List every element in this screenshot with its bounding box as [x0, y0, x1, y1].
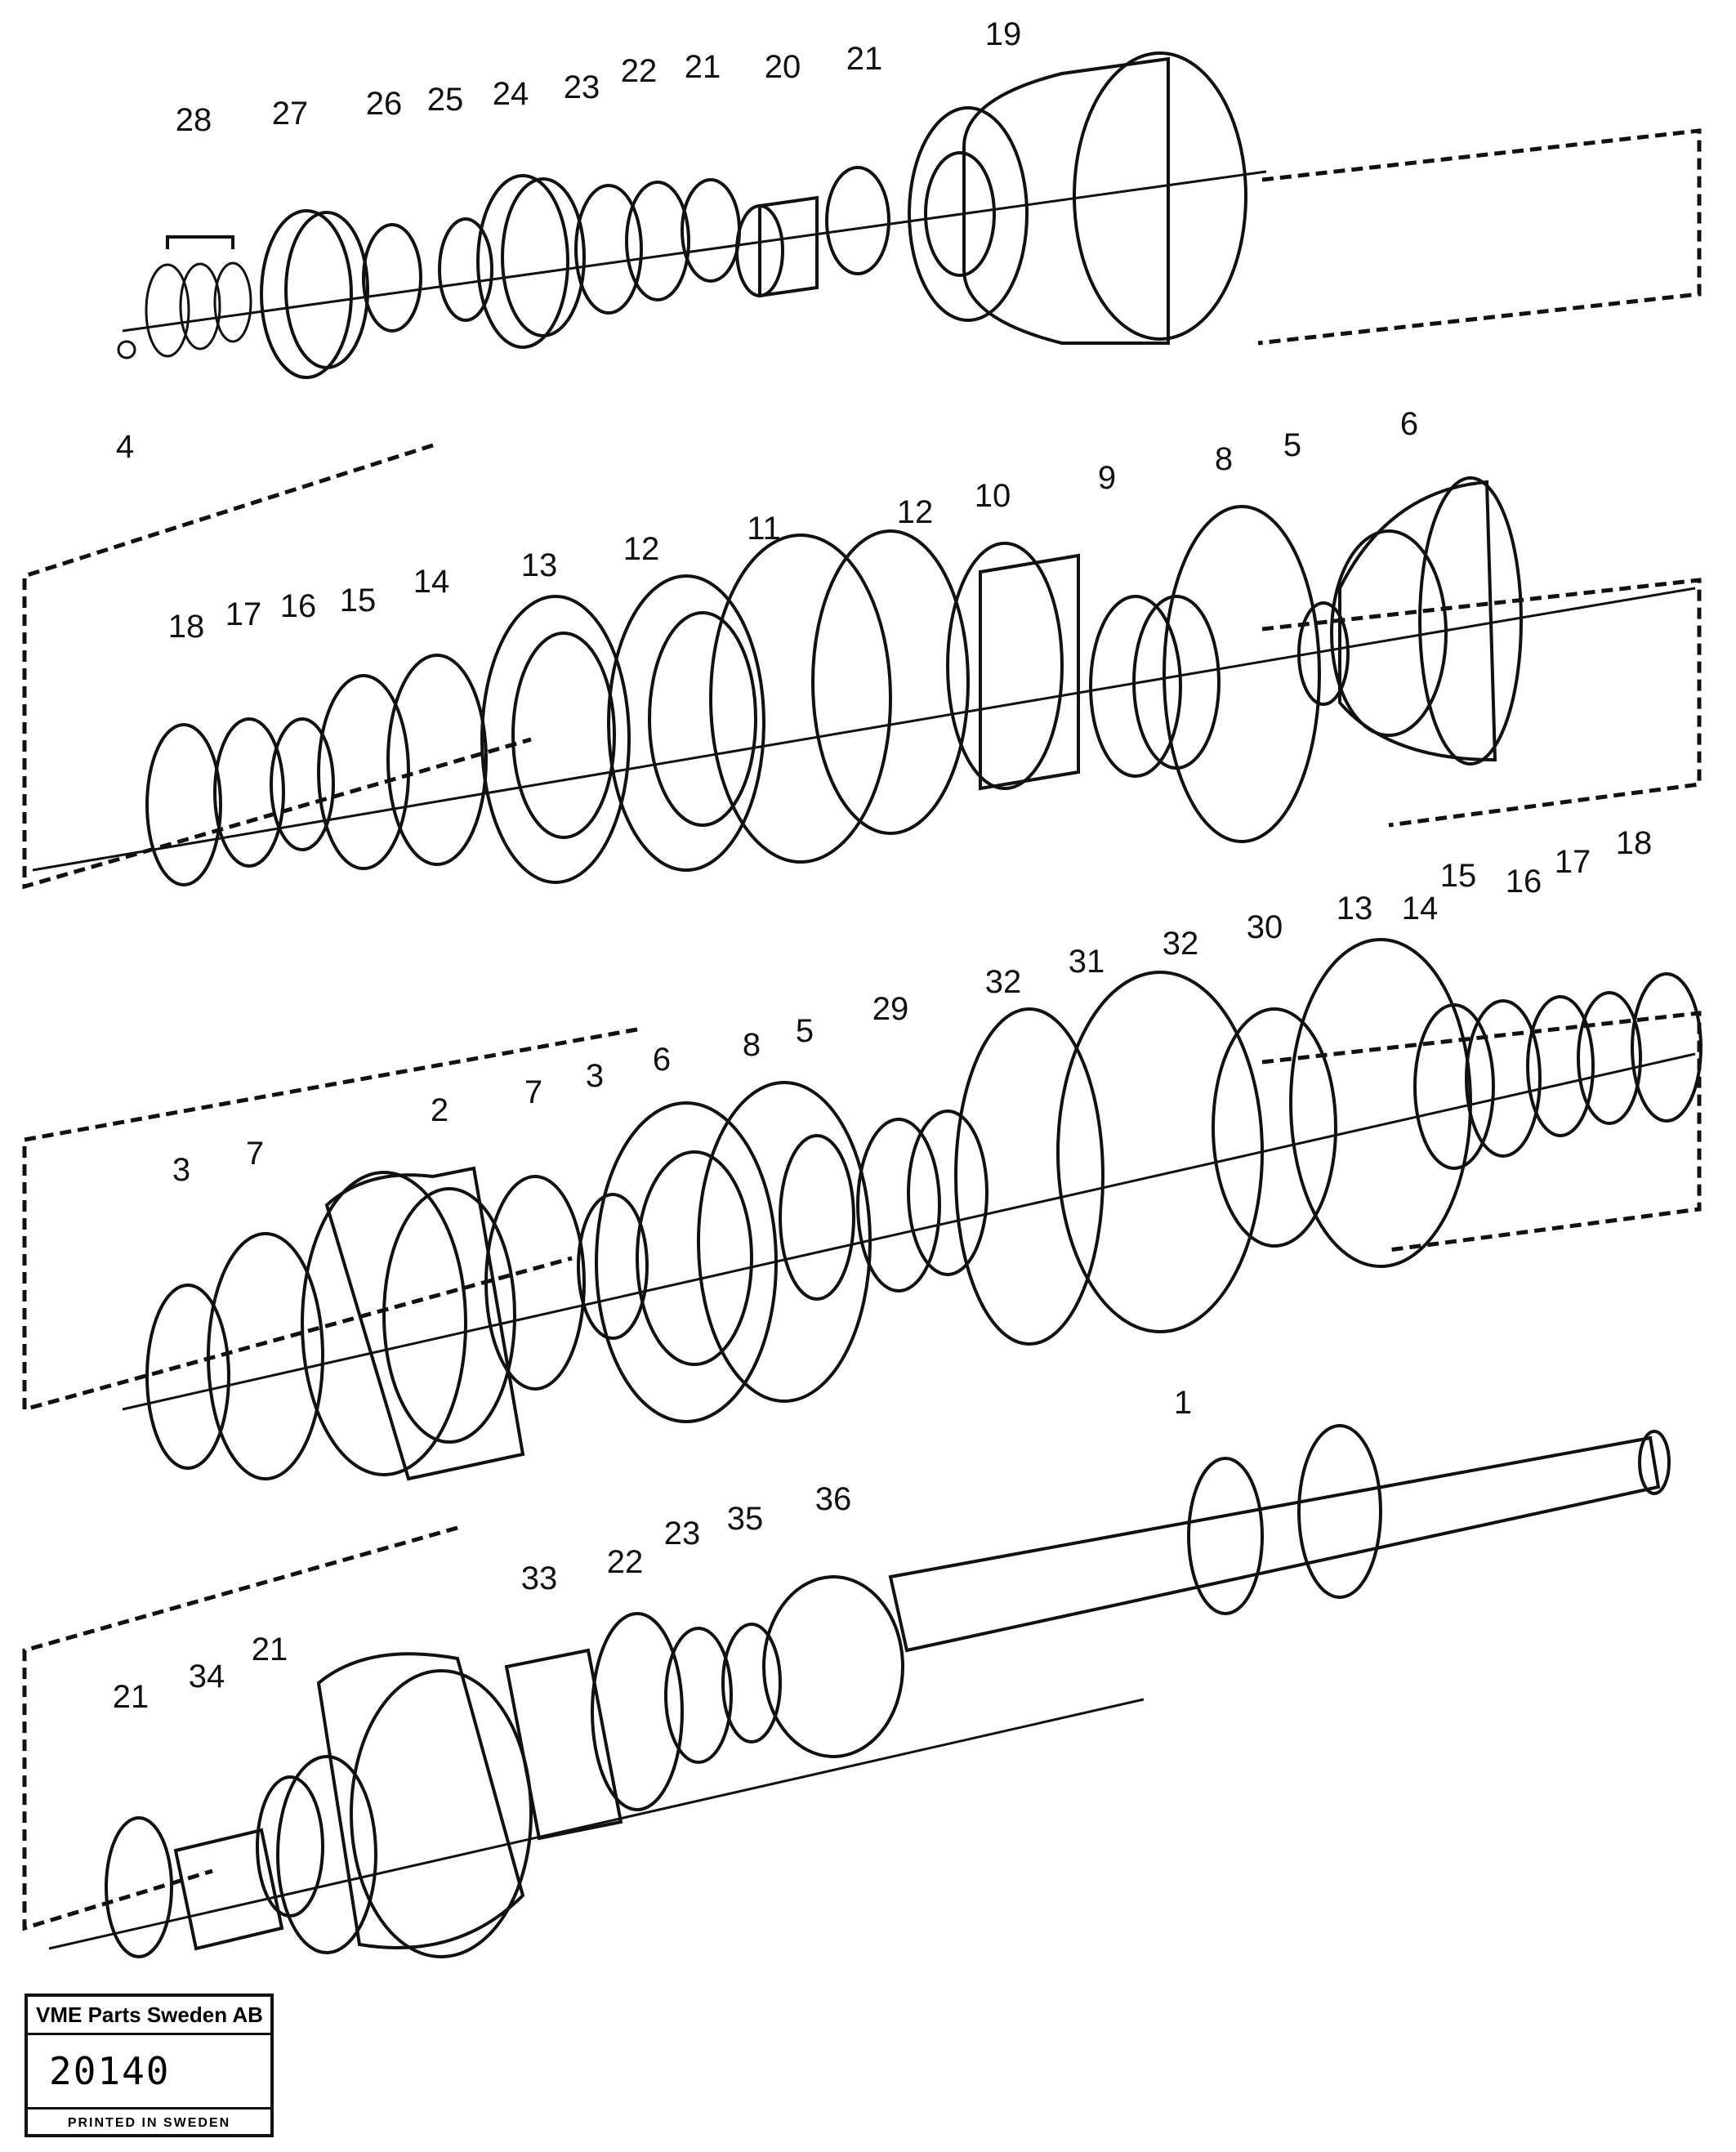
callout-33: 33 [521, 1560, 558, 1596]
company-name: VME Parts Sweden AB [28, 1997, 270, 2035]
callout-21: 21 [113, 1679, 150, 1715]
callout-32: 32 [985, 964, 1022, 1000]
callout-21: 21 [252, 1632, 288, 1668]
callout-3: 3 [586, 1058, 604, 1094]
callout-14: 14 [1402, 891, 1439, 926]
callout-5: 5 [1283, 427, 1301, 463]
callout-30: 30 [1247, 909, 1283, 945]
assembly-row-2 [32, 476, 1696, 886]
callout-16: 16 [280, 588, 317, 624]
callout-23: 23 [664, 1516, 701, 1551]
callout-22: 22 [607, 1544, 644, 1580]
callout-1: 1 [1174, 1385, 1192, 1421]
assembly-row-4 [48, 1424, 1671, 1958]
callout-7: 7 [246, 1136, 264, 1172]
callout-3: 3 [172, 1152, 190, 1188]
callout-12: 12 [623, 531, 660, 567]
callout-21: 21 [846, 41, 883, 77]
drawing-number: 20140 [28, 2035, 270, 2110]
callout-22: 22 [621, 53, 658, 89]
callout-27: 27 [272, 96, 309, 132]
callout-28: 28 [176, 102, 212, 138]
callout-26: 26 [366, 86, 403, 122]
callout-36: 36 [815, 1481, 852, 1517]
assembly-row-3 [122, 938, 1703, 1481]
callout-15: 15 [340, 583, 377, 618]
callout-32: 32 [1163, 926, 1199, 962]
callout-15: 15 [1440, 858, 1477, 894]
callout-10: 10 [975, 478, 1011, 514]
callout-18: 18 [168, 609, 205, 645]
callout-labels: 28 27 26 25 24 23 22 21 20 21 19 4 18 17… [113, 16, 1653, 1715]
callout-6: 6 [1400, 406, 1418, 442]
callout-14: 14 [413, 564, 450, 600]
printed-note: PRINTED IN SWEDEN [67, 2116, 231, 2130]
callout-8: 8 [1215, 441, 1233, 477]
callout-6: 6 [653, 1042, 671, 1078]
callout-29: 29 [872, 991, 909, 1027]
callout-19: 19 [985, 16, 1022, 52]
callout-24: 24 [493, 76, 529, 112]
assembly-row-1 [117, 51, 1267, 379]
callout-8: 8 [743, 1027, 761, 1063]
callout-31: 31 [1069, 944, 1105, 980]
callout-7: 7 [524, 1074, 542, 1110]
row-separator-frames [22, 128, 1702, 1931]
callout-23: 23 [564, 69, 600, 105]
callout-34: 34 [189, 1659, 225, 1694]
callout-5: 5 [796, 1013, 814, 1049]
callout-35: 35 [727, 1501, 764, 1537]
callout-25: 25 [427, 82, 464, 118]
callout-2: 2 [431, 1092, 449, 1128]
callout-21: 21 [685, 49, 721, 85]
callout-20: 20 [765, 49, 801, 85]
title-block: VME Parts Sweden AB 20140 PRINTED IN SWE… [25, 1994, 274, 2137]
callout-17: 17 [1555, 844, 1591, 880]
callout-17: 17 [225, 596, 262, 632]
callout-18: 18 [1616, 825, 1653, 861]
callout-11: 11 [747, 511, 781, 547]
callout-13: 13 [1337, 891, 1373, 926]
callout-4: 4 [116, 429, 134, 465]
callout-12: 12 [897, 494, 934, 530]
callout-9: 9 [1098, 460, 1116, 496]
callout-16: 16 [1506, 864, 1542, 900]
callout-13: 13 [521, 547, 558, 583]
